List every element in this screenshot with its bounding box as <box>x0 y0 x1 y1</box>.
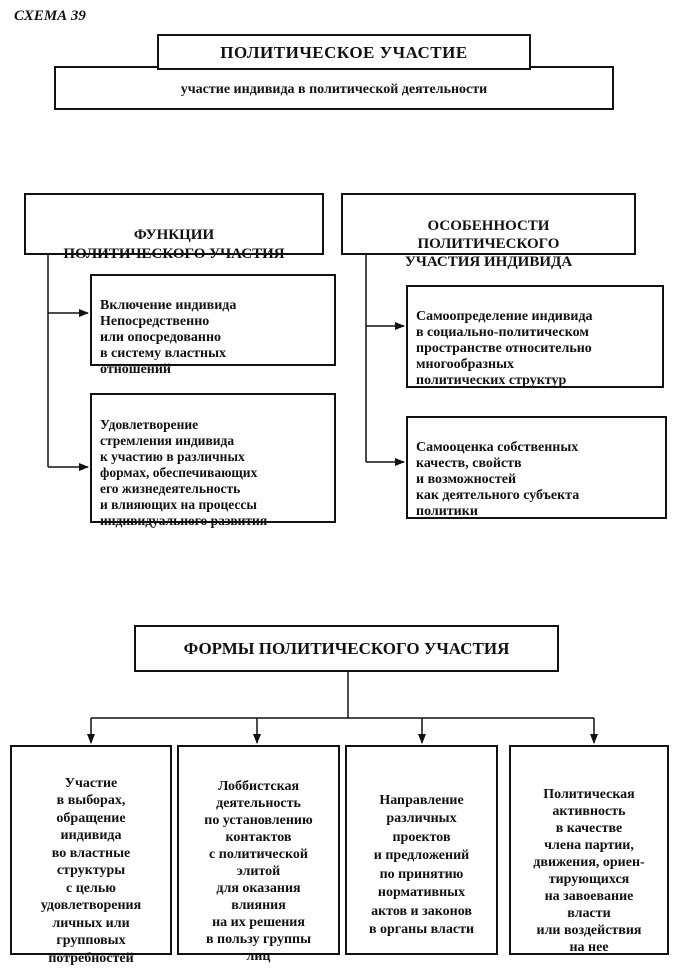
forms-item-2-text: Лоббистская деятельность по установлению… <box>204 779 313 964</box>
definition-box: участие индивида в политической деятельн… <box>54 66 614 110</box>
functions-item-2: Удовлетворение стремления индивида к уча… <box>90 393 336 528</box>
features-header-text: ОСОБЕННОСТИ ПОЛИТИЧЕСКОГО УЧАСТИЯ ИНДИВИ… <box>404 218 573 270</box>
features-item-1: Самоопределение индивида в социально-пол… <box>406 285 664 388</box>
forms-item-2: Лоббистская деятельность по установлению… <box>177 745 340 964</box>
forms-item-1-text: Участие в выборах, обращение индивида во… <box>40 775 142 966</box>
features-item-2-text: Самооценка собственных качеств, свойств … <box>416 440 580 519</box>
title-text: ПОЛИТИЧЕСКОЕ УЧАСТИЕ <box>220 43 468 62</box>
features-item-1-text: Самоопределение индивида в социально-пол… <box>416 309 593 388</box>
forms-item-1: Участие в выборах, обращение индивида во… <box>10 745 172 966</box>
forms-item-4-text: Политическая активность в качестве члена… <box>533 787 645 955</box>
functions-item-2-text: Удовлетворение стремления индивида к уча… <box>100 417 268 528</box>
functions-header-text: ФУНКЦИИ ПОЛИТИЧЕСКОГО УЧАСТИЯ <box>63 227 285 262</box>
definition-text: участие индивида в политической деятельн… <box>180 82 488 97</box>
features-item-2: Самооценка собственных качеств, свойств … <box>406 416 667 519</box>
forms-header-box: ФОРМЫ ПОЛИТИЧЕСКОГО УЧАСТИЯ <box>134 625 559 672</box>
forms-item-4: Политическая активность в качестве члена… <box>509 745 669 955</box>
forms-item-3: Направление различных проектов и предлож… <box>345 745 498 955</box>
forms-header-text: ФОРМЫ ПОЛИТИЧЕСКОГО УЧАСТИЯ <box>183 639 510 658</box>
scheme-label: СХЕМА 39 <box>14 8 86 24</box>
functions-header-box: ФУНКЦИИ ПОЛИТИЧЕСКОГО УЧАСТИЯ <box>24 193 324 262</box>
functions-item-1-text: Включение индивида Непосредственно или о… <box>100 298 237 377</box>
features-header-box: ОСОБЕННОСТИ ПОЛИТИЧЕСКОГО УЧАСТИЯ ИНДИВИ… <box>341 193 636 270</box>
functions-item-1: Включение индивида Непосредственно или о… <box>90 274 336 377</box>
political-participation-title: ПОЛИТИЧЕСКОЕ УЧАСТИЕ <box>157 34 531 70</box>
forms-item-3-text: Направление различных проектов и предлож… <box>368 792 475 938</box>
